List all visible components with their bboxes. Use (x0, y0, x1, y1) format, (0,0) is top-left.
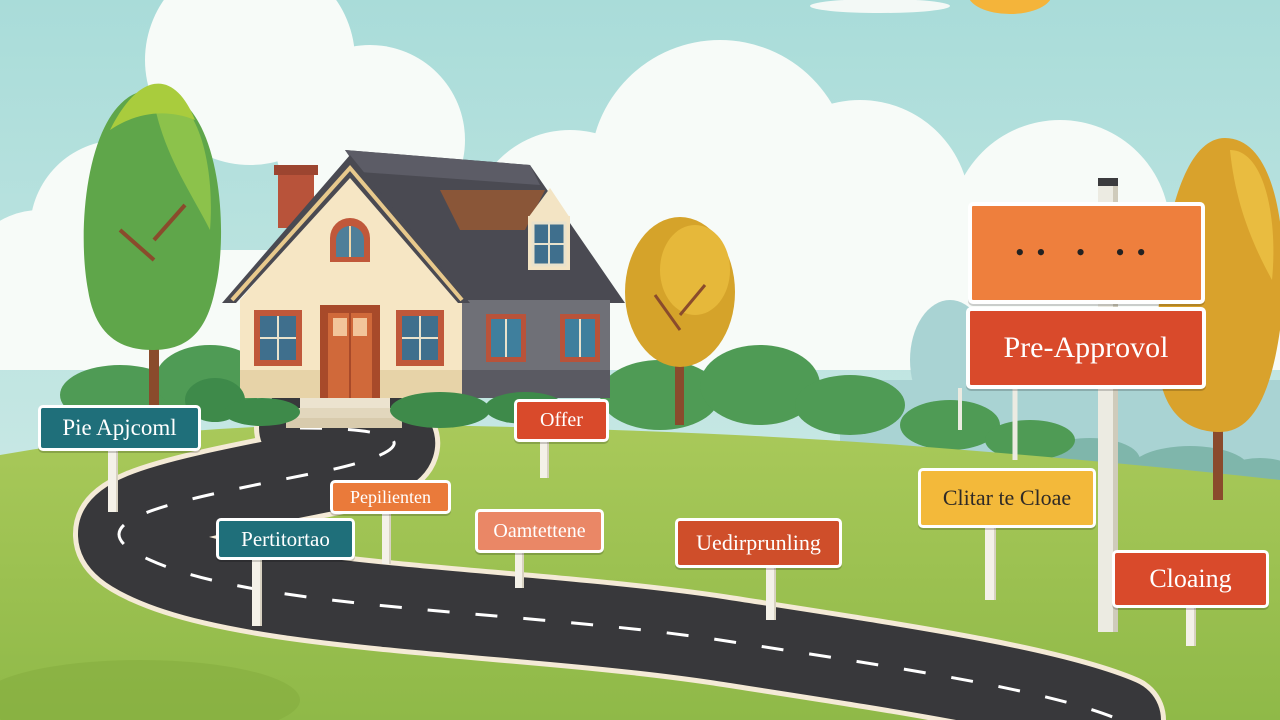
sign-pre-approvol: Pre-Approvol (966, 307, 1206, 389)
autumn-tree-middle (625, 217, 735, 425)
road-asphalt (78, 387, 1161, 720)
sign-clitar-te-cloae: Clitar te Cloae (918, 468, 1096, 528)
post-oamtettene (515, 550, 524, 588)
post-pepilienten (382, 512, 391, 564)
sign-pre-apjcoml: Pie Apjcoml (38, 405, 201, 451)
small-cloud (810, 0, 950, 13)
face-dots: •• • •• (1015, 238, 1158, 267)
sign-pepilienten: Pepilienten (330, 480, 451, 514)
sign-offer-text: Offer (540, 409, 583, 431)
post-clitar-te-cloae (985, 526, 996, 600)
sign-clitar-te-cloae-text: Clitar te Cloae (942, 485, 1072, 510)
sign-pertitortao-text: Pertitortao (241, 526, 330, 551)
post-cloaing (1186, 604, 1196, 646)
sign-pertitortao: Pertitortao (216, 518, 355, 560)
post-pre-apjcoml (108, 448, 118, 512)
post-pertitortao (252, 558, 262, 626)
sign-cloaing-text: Cloaing (1149, 564, 1232, 593)
grass-patch (0, 660, 300, 720)
house (222, 150, 625, 428)
sign-cloaing: Cloaing (1112, 550, 1269, 608)
sign-offer: Offer (514, 399, 609, 442)
sign-pre-approvol-text: Pre-Approvol (1003, 331, 1169, 364)
sign-uedirprunling-text: Uedirprunling (696, 530, 821, 555)
post-uedirprunling (766, 566, 776, 620)
sign-pre-apjcoml-text: Pie Apjcoml (62, 415, 177, 440)
sign-oamtettene: Oamtettene (475, 509, 604, 553)
sign-pepilienten-text: Pepilienten (350, 486, 431, 507)
sun (969, 0, 1051, 14)
sign-faces: •• • •• (968, 202, 1205, 304)
tall-green-tree (83, 83, 222, 405)
post-offer (540, 438, 549, 478)
sign-oamtettene-text: Oamtettene (493, 519, 586, 542)
sign-uedirprunling: Uedirprunling (675, 518, 842, 568)
